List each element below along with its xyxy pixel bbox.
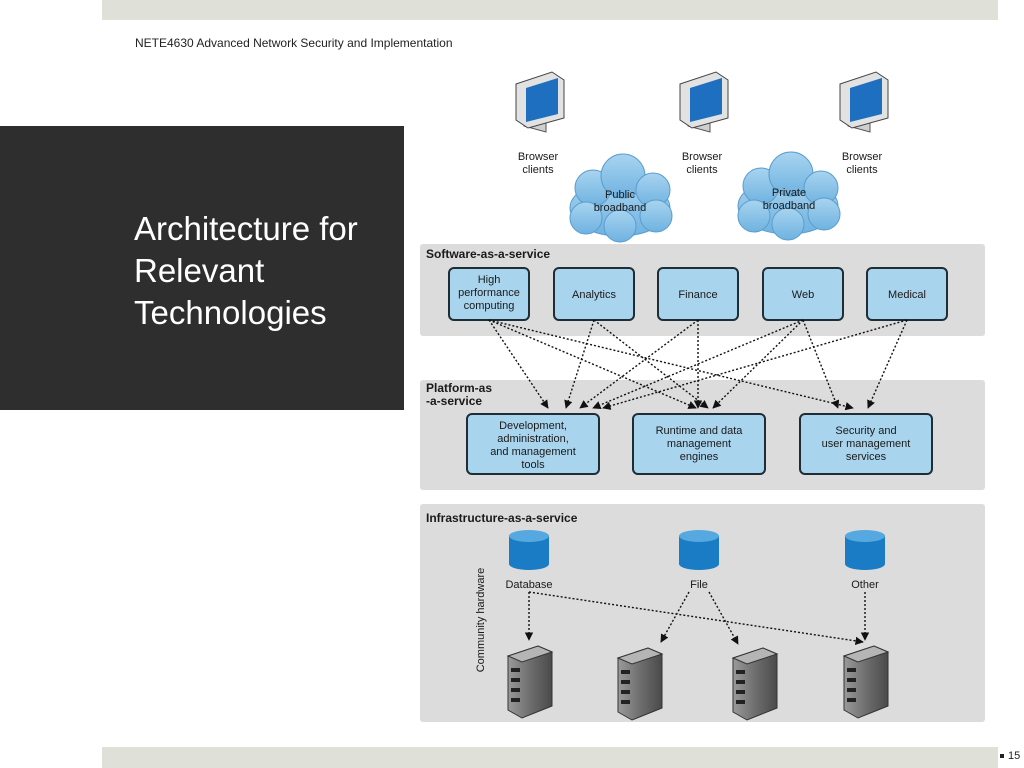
top-decor-bar — [102, 0, 998, 20]
server-3 — [731, 647, 779, 721]
svg-text:and management: and management — [490, 446, 576, 458]
svg-text:management: management — [667, 438, 731, 450]
svg-text:Security and: Security and — [835, 425, 896, 437]
course-header: NETE4630 Advanced Network Security and I… — [135, 36, 453, 50]
page-number: 15 — [1000, 750, 1020, 762]
svg-text:Development,: Development, — [499, 420, 567, 432]
database-cylinder-icon — [679, 530, 719, 570]
database-cylinder-icon — [509, 530, 549, 570]
paas-title: Platform-as — [426, 381, 492, 395]
server-icon — [842, 645, 890, 719]
client-label: Browser — [842, 151, 883, 163]
bullet-icon — [1000, 754, 1004, 759]
paas-box-devtools: Development, administration, and managem… — [466, 413, 600, 475]
architecture-diagram: Browser clients Browser clients Browser … — [408, 58, 996, 728]
iaas-connectors — [524, 591, 870, 646]
cloud-label: broadband — [594, 202, 647, 214]
paas-title: -a-service — [426, 394, 482, 408]
saas-title: Software-as-a-service — [426, 247, 550, 261]
title-panel — [0, 126, 404, 410]
svg-text:Other: Other — [851, 579, 879, 591]
private-broadband-cloud: Private broadband — [737, 151, 841, 241]
svg-text:services: services — [846, 451, 887, 463]
monitor-icon — [679, 71, 729, 133]
svg-text:Medical: Medical — [888, 289, 926, 301]
client-label: Browser — [682, 151, 723, 163]
svg-text:user management: user management — [822, 438, 911, 450]
client-label: clients — [846, 164, 878, 176]
cloud-label: Private — [772, 187, 806, 199]
storage-other: Other — [845, 530, 885, 591]
saas-box-analytics: Analytics — [553, 267, 635, 321]
server-icon — [616, 647, 664, 721]
page-number-value: 15 — [1008, 750, 1021, 762]
server-1 — [506, 645, 554, 719]
svg-text:Web: Web — [792, 289, 814, 301]
svg-text:administration,: administration, — [497, 433, 569, 445]
bottom-decor-bar — [102, 747, 998, 768]
svg-text:High: High — [478, 274, 501, 286]
svg-text:Finance: Finance — [678, 289, 717, 301]
database-cylinder-icon — [845, 530, 885, 570]
client-computer-1: Browser clients — [515, 71, 565, 176]
svg-text:Runtime and data: Runtime and data — [656, 425, 744, 437]
saas-box-finance: Finance — [657, 267, 739, 321]
saas-paas-connectors — [488, 319, 908, 411]
client-computer-3: Browser clients — [839, 71, 889, 176]
server-icon — [506, 645, 554, 719]
cloud-label: Public — [605, 189, 635, 201]
cloud-icon — [737, 151, 841, 241]
client-label: clients — [522, 164, 554, 176]
community-hardware-label: Community hardware — [475, 568, 487, 673]
storage-database: Database — [505, 530, 553, 591]
client-computer-2: Browser clients — [679, 71, 729, 176]
slide-title: Architecture for Relevant Technologies — [134, 210, 358, 331]
monitor-icon — [515, 71, 565, 133]
svg-text:Database: Database — [505, 579, 552, 591]
iaas-title: Infrastructure-as-a-service — [426, 511, 578, 525]
svg-text:tools: tools — [521, 459, 545, 471]
saas-box-medical: Medical — [866, 267, 948, 321]
monitor-icon — [839, 71, 889, 133]
saas-box-hpc: High performance computing — [448, 267, 530, 321]
paas-box-runtime: Runtime and data management engines — [632, 413, 766, 475]
svg-text:engines: engines — [680, 451, 719, 463]
paas-box-security: Security and user management services — [799, 413, 933, 475]
saas-box-web: Web — [762, 267, 844, 321]
svg-text:File: File — [690, 579, 708, 591]
server-icon — [731, 647, 779, 721]
svg-text:Analytics: Analytics — [572, 289, 617, 301]
public-broadband-cloud: Public broadband — [569, 153, 673, 243]
svg-text:computing: computing — [464, 300, 515, 312]
storage-file: File — [679, 530, 719, 591]
cloud-label: broadband — [763, 200, 816, 212]
server-4 — [842, 645, 890, 719]
client-label: Browser — [518, 151, 559, 163]
svg-text:performance: performance — [458, 287, 520, 299]
client-label: clients — [686, 164, 718, 176]
server-2 — [616, 647, 664, 721]
cloud-icon — [569, 153, 673, 243]
